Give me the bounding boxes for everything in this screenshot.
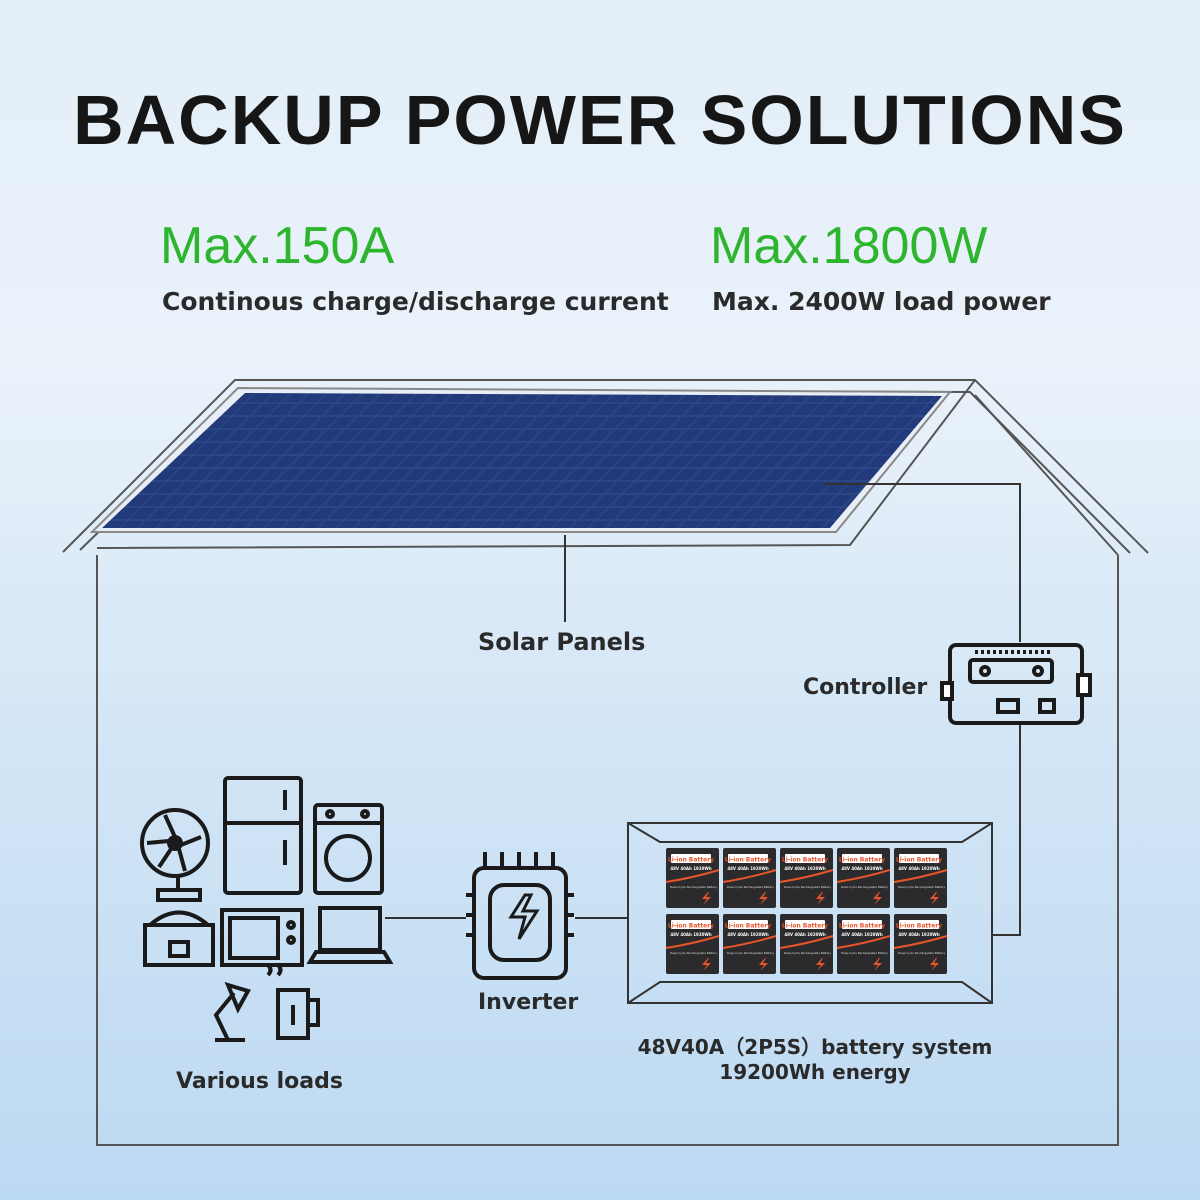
microwave-icon: [220, 908, 304, 967]
fan-icon: [140, 808, 210, 902]
battery-energy-label: 19200Wh energy: [719, 1060, 911, 1084]
lightning-icon: [930, 892, 939, 905]
battery-type: Deep Cycle Rechargeable Battery: [898, 885, 946, 889]
kettle-icon: [266, 963, 320, 1040]
battery-brand: Li-ion Battery: [896, 923, 942, 930]
controller-label: Controller: [803, 675, 928, 700]
battery-type: Deep Cycle Rechargeable Battery: [727, 885, 775, 889]
refrigerator-icon: [223, 776, 303, 895]
battery-type: Deep Cycle Rechargeable Battery: [784, 951, 832, 955]
lightning-icon: [873, 892, 882, 905]
lightning-icon: [759, 892, 768, 905]
battery-brand: Li-ion Battery: [668, 923, 714, 930]
battery-type: Deep Cycle Rechargeable Battery: [670, 951, 718, 955]
desk-lamp-icon: [213, 981, 251, 1042]
battery-brand: Li-ion Battery: [782, 857, 828, 864]
loads-icons: [140, 776, 394, 1042]
spec-power-value: Max.1800W: [710, 217, 988, 275]
battery-type: Deep Cycle Rechargeable Battery: [784, 885, 832, 889]
solar-panels-label: Solar Panels: [478, 628, 646, 656]
lightning-icon: [816, 958, 825, 971]
inverter-label: Inverter: [478, 990, 579, 1015]
lightning-icon: [702, 958, 711, 971]
spec-current-value: Max.150A: [160, 217, 395, 275]
battery-brand: Li-ion Battery: [896, 857, 942, 864]
battery-rating: 48V 40Ah 1920Wh: [784, 866, 826, 871]
page-title: BACKUP POWER SOLUTIONS: [73, 81, 1127, 159]
laptop-icon: [306, 906, 394, 964]
battery-brand: Li-ion Battery: [839, 857, 885, 864]
lightning-icon: [816, 892, 825, 905]
solar-panel: [89, 386, 953, 533]
battery-rating: 48V 40Ah 1920Wh: [898, 932, 940, 937]
battery-brand: Li-ion Battery: [839, 923, 885, 930]
battery-enclosure: [627, 822, 993, 1004]
battery-system-label: 48V40A（2P5S）battery system: [637, 1035, 993, 1059]
lightning-icon: [702, 892, 711, 905]
battery-type: Deep Cycle Rechargeable Battery: [727, 951, 775, 955]
battery-rating: 48V 40Ah 1920Wh: [784, 932, 826, 937]
battery-type: Deep Cycle Rechargeable Battery: [898, 951, 946, 955]
lightning-icon: [930, 958, 939, 971]
loads-label: Various loads: [176, 1069, 343, 1094]
washing-machine-icon: [313, 803, 384, 895]
lightning-icon: [759, 958, 768, 971]
battery-brand: Li-ion Battery: [725, 857, 771, 864]
spec-power-caption: Max. 2400W load power: [712, 287, 1051, 316]
battery-rating: 48V 40Ah 1920Wh: [670, 932, 712, 937]
lightning-icon: [873, 958, 882, 971]
inverter-icon: [466, 852, 574, 980]
rice-cooker-icon: [143, 910, 215, 967]
battery-rating: 48V 40Ah 1920Wh: [841, 932, 883, 937]
battery-brand: Li-ion Battery: [725, 923, 771, 930]
battery-type: Deep Cycle Rechargeable Battery: [670, 885, 718, 889]
battery-type: Deep Cycle Rechargeable Battery: [841, 951, 889, 955]
spec-current-caption: Continous charge/discharge current: [162, 287, 669, 316]
wiring: [385, 483, 1021, 936]
battery-rating: 48V 40Ah 1920Wh: [727, 932, 769, 937]
battery-type: Deep Cycle Rechargeable Battery: [841, 885, 889, 889]
battery-brand: Li-ion Battery: [782, 923, 828, 930]
battery-rating: 48V 40Ah 1920Wh: [727, 866, 769, 871]
battery-rating: 48V 40Ah 1920Wh: [898, 866, 940, 871]
battery-brand: Li-ion Battery: [668, 857, 714, 864]
battery-rating: 48V 40Ah 1920Wh: [670, 866, 712, 871]
battery-rating: 48V 40Ah 1920Wh: [841, 866, 883, 871]
controller-icon: [940, 643, 1092, 725]
